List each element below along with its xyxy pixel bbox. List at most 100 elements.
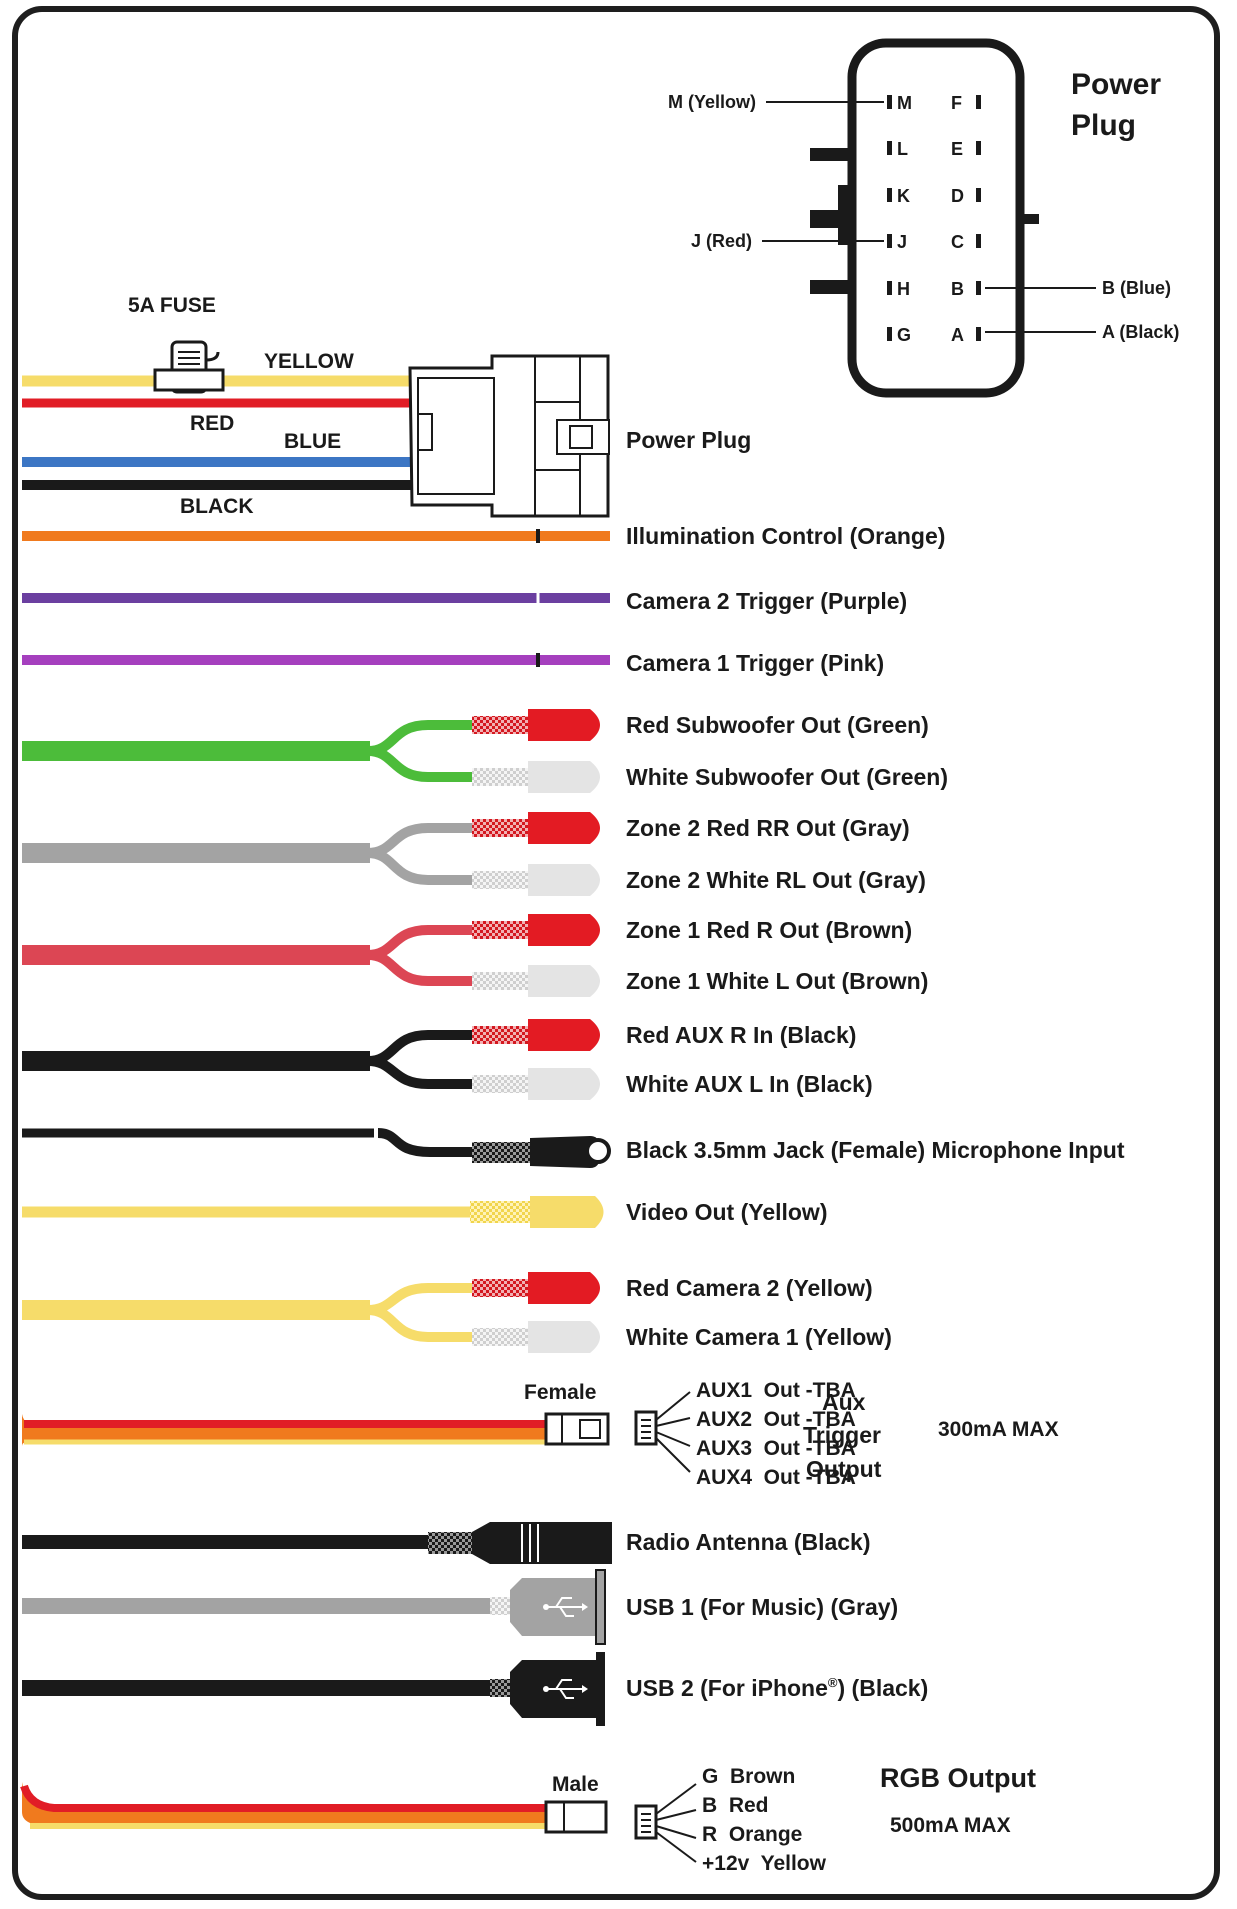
aux-female-connector-icon [544,1412,610,1446]
rca-branch [367,1056,476,1089]
rca-white-label: White Camera 1 (Yellow) [626,1324,892,1350]
callout-m-yellow: M (Yellow) [668,92,756,112]
plug-tab [810,280,854,294]
rca-branch [367,925,476,960]
usb1-cable: USB 1 (For Music) (Gray) [22,1569,898,1645]
pin-label: J [897,232,907,252]
aux-pin-block-icon [634,1410,658,1446]
rca-grip [472,768,530,786]
pin-marker [976,327,981,341]
mic-jack-grip [472,1142,532,1163]
rca-pair: Red AUX R In (Black)White AUX L In (Blac… [22,1019,873,1100]
mic-cable: Black 3.5mm Jack (Female) Microphone Inp… [22,1128,1125,1168]
pin-marker [887,281,892,295]
pin-label: M [897,93,912,113]
rca-branch [367,1305,476,1342]
diagram-frame [12,6,1220,1900]
illumination-control-label: Illumination Control (Orange) [626,523,945,549]
rca-grip [472,819,530,837]
rgb-title: RGB Output [880,1763,1036,1793]
rca-red-label: Red Camera 2 (Yellow) [626,1275,873,1301]
pin-marker [887,141,892,155]
antenna-cable: Radio Antenna (Black) [22,1522,871,1564]
rgb-rating: 500mA MAX [890,1814,1011,1837]
rgb-male-label: Male [552,1773,599,1796]
rca-plug-head [528,1019,600,1051]
rca-plug-head [528,761,600,793]
pin-marker [887,188,892,202]
rca-grip [472,921,530,939]
aux2-line: AUX2 Out -TBA [696,1408,856,1431]
rca-grip [472,1075,530,1093]
rca-red-label: Red AUX R In (Black) [626,1022,856,1048]
pin-label: H [897,279,910,299]
rca-branch [367,1283,476,1315]
aux-rating: 300mA MAX [938,1418,1059,1441]
rca-branch [367,746,476,782]
pin-label: D [951,186,964,206]
power-plug-label: Power Plug [626,427,751,453]
rca-plug-head [528,1321,600,1353]
usb2-label: USB 2 (For iPhone®) (Black) [626,1675,928,1701]
rca-white-label: Zone 2 White RL Out (Gray) [626,867,926,893]
pin-marker [976,95,981,109]
plug-title-line1: Power [1071,68,1161,101]
rgb-pin-block-icon [634,1804,658,1840]
rca-grip [472,1026,530,1044]
plug-title-line2: Plug [1071,109,1136,142]
rca-plug-head [528,864,600,896]
rca-white-label: White Subwoofer Out (Green) [626,764,948,790]
mic-jack-ring [585,1138,611,1164]
camera-cables: Red Camera 2 (Yellow) White Camera 1 (Yel… [22,1272,892,1353]
plug-tab [838,185,854,245]
pin-marker [887,327,892,341]
pin-label: C [951,232,964,252]
power-harness: 5A FUSE YELLOW RED BLUE BLACK [22,294,751,518]
video-out-label: Video Out (Yellow) [626,1199,828,1225]
mic-wire-bend [377,1128,476,1157]
usb2-label-suffix: ) (Black) [838,1675,929,1701]
rgb-male-connector-icon [544,1800,608,1834]
power-plug-connector-icon [408,354,610,518]
rca-branch [367,720,476,756]
rca-grip [472,871,530,889]
aux3-line: AUX3 Out -TBA [696,1437,856,1460]
pin-label: L [897,139,908,159]
rca-grip [472,1279,530,1297]
pin-label: G [897,325,911,345]
video-out-cable: Video Out (Yellow) [22,1196,828,1228]
rca-red-label: Zone 1 Red R Out (Brown) [626,917,912,943]
rca-cables: Red Subwoofer Out (Green) White Subwoofer… [22,709,948,1100]
pin-marker [976,281,981,295]
pin-label: E [951,139,963,159]
rca-plug-head [528,965,600,997]
rgb-r-line: R Orange [702,1823,802,1846]
rgb-b-line: B Red [702,1794,769,1817]
aux-wire-bundle [22,1414,548,1446]
rca-red-label: Zone 2 Red RR Out (Gray) [626,815,910,841]
rca-pair: Red Subwoofer Out (Green) White Subwoofer… [22,709,948,793]
rca-branch [367,848,476,885]
aux-title-line1: Aux [822,1389,866,1415]
rca-plug-head [528,812,600,844]
rca-red-label: Red Subwoofer Out (Green) [626,712,929,738]
wire-label-yellow: YELLOW [264,350,354,373]
usb-icon [543,1597,588,1617]
rca-plug-head [528,1068,600,1100]
mic-input-label: Black 3.5mm Jack (Female) Microphone Inp… [626,1137,1125,1163]
camera2-trigger-label: Camera 2 Trigger (Purple) [626,588,907,614]
rca-plug-head [528,914,600,946]
wire-label-blue: BLUE [284,430,341,453]
usb2-label-mark: ® [828,1675,838,1690]
usb2-cable: USB 2 (For iPhone®) (Black) [22,1652,928,1726]
fuse-icon [153,340,225,394]
callout-a-black: A (Black) [1102,322,1179,342]
usb1-label: USB 1 (For Music) (Gray) [626,1594,898,1620]
fuse-label: 5A FUSE [128,294,216,317]
aux-title-line2: Trigger [803,1422,881,1448]
usb2-grip [490,1679,512,1697]
callout-b-blue: B (Blue) [1102,278,1171,298]
